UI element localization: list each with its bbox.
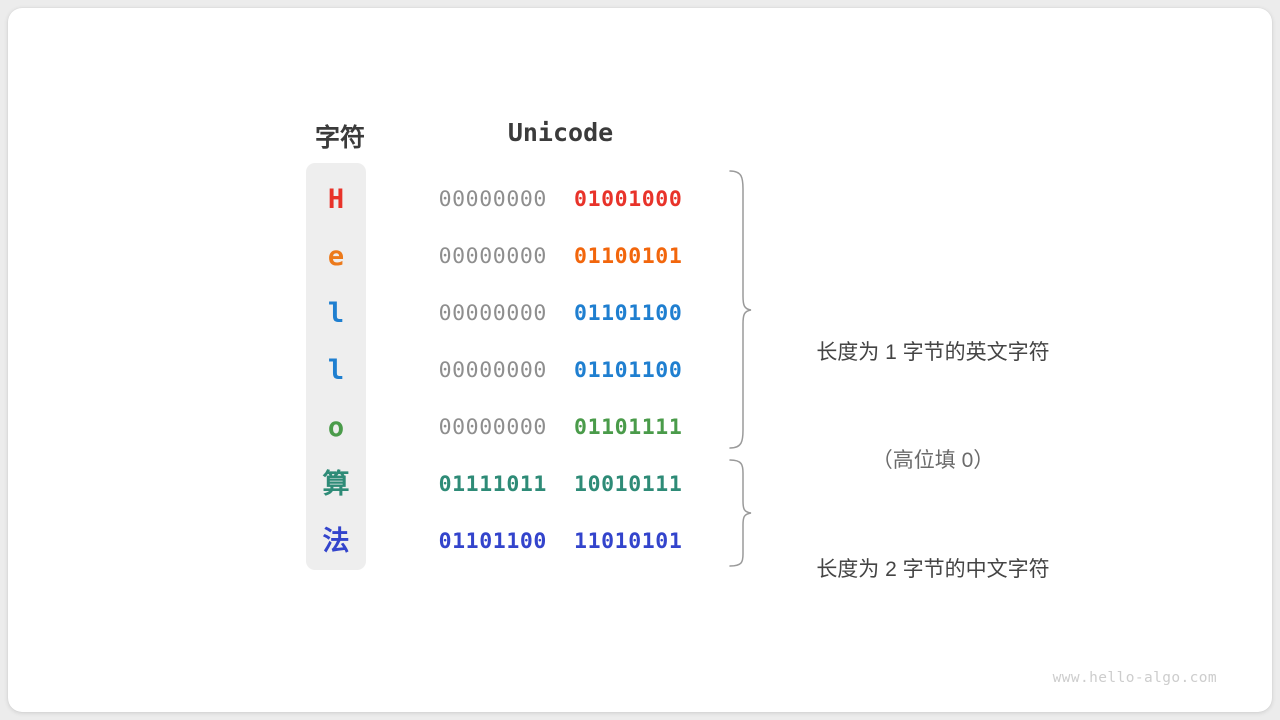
high-byte: 00000000 [438,358,547,383]
character-column-panel [306,163,366,570]
character-cell: 法 [322,526,350,556]
unicode-bits-cell: 00000000 01001000 [428,171,693,228]
character-cell: o [327,412,345,443]
column-header-character: 字符 [314,124,365,152]
column-header-unicode: Unicode [507,118,614,147]
unicode-bits-cell: 01101100 11010101 [428,513,693,570]
annotation-english-chars: 长度为 1 字节的英文字符 （高位填 0） [768,263,1098,551]
unicode-bits-cell: 01111011 10010111 [428,456,693,513]
unicode-bits-cell: 00000000 01101111 [428,399,693,456]
brace-english-chars [729,170,752,449]
diagram-stage: 字符 Unicode H 00000000 01001000 e 00000000 0… [8,8,1272,712]
low-byte: 01101100 [574,358,683,383]
byte-separator [547,472,574,497]
byte-separator [547,529,574,554]
byte-separator [547,415,574,440]
unicode-bits-cell: 00000000 01101100 [428,285,693,342]
annotation-english-line2: （高位填 0） [871,449,995,472]
low-byte: 10010111 [574,472,683,497]
annotation-chinese-line1: 长度为 2 字节的中文字符 [816,558,1050,581]
character-cell: e [327,241,345,272]
byte-separator [547,358,574,383]
high-byte: 00000000 [438,415,547,440]
high-byte: 00000000 [438,301,547,326]
high-byte: 00000000 [438,187,547,212]
site-watermark: www.hello-algo.com [1052,670,1217,686]
low-byte: 01101100 [574,301,683,326]
character-cell: l [327,298,345,329]
character-cell: H [327,184,345,215]
low-byte: 01100101 [574,244,683,269]
byte-separator [547,187,574,212]
annotation-chinese-chars: 长度为 2 字节的中文字符 [768,480,1098,660]
annotation-english-line1: 长度为 1 字节的英文字符 [816,341,1050,364]
unicode-bits-cell: 00000000 01101100 [428,342,693,399]
brace-group [729,170,752,567]
high-byte: 00000000 [438,244,547,269]
unicode-bits-cell: 00000000 01100101 [428,228,693,285]
brace-chinese-chars [729,459,752,567]
byte-separator [547,244,574,269]
high-byte: 01101100 [438,529,547,554]
character-cell: 算 [322,469,350,499]
low-byte: 01001000 [574,187,683,212]
low-byte: 01101111 [574,415,683,440]
low-byte: 11010101 [574,529,683,554]
diagram-card: 字符 Unicode H 00000000 01001000 e 00000000 0… [8,8,1272,712]
character-cell: l [327,355,345,386]
high-byte: 01111011 [438,472,547,497]
byte-separator [547,301,574,326]
